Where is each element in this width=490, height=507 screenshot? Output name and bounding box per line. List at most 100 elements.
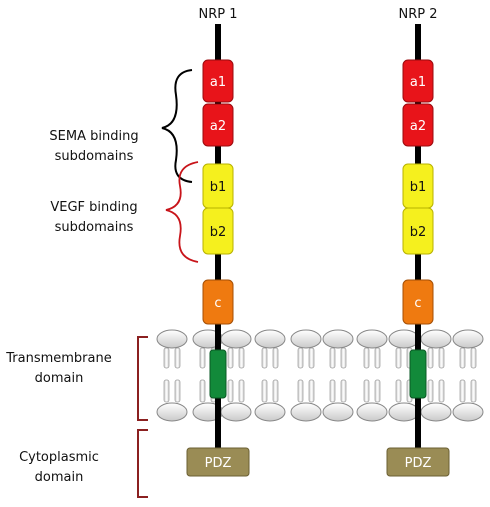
lipid-tail: [297, 347, 304, 369]
lipid-head: [420, 329, 452, 349]
lipid-tail: [459, 379, 466, 403]
lipid-pair: [452, 329, 484, 422]
lipid-tail: [297, 379, 304, 403]
transmembrane-label-line2: domain: [35, 371, 84, 386]
domain-label-b1: b1: [210, 180, 227, 195]
pdz-label: PDZ: [205, 456, 232, 471]
domain-a1: [202, 59, 234, 103]
lipid-head: [156, 402, 188, 422]
lipid-head: [220, 329, 252, 349]
domain-label-a1: a1: [410, 75, 426, 90]
lipid-tail: [238, 379, 245, 403]
domain-c: [202, 279, 234, 325]
vegf-bracket: [165, 161, 199, 263]
lipid-tail: [261, 347, 268, 369]
lipid-tail: [227, 347, 234, 369]
lipid-pair: [322, 329, 354, 422]
lipid-head: [220, 402, 252, 422]
lipid-tail: [308, 347, 315, 369]
domain-a2: [202, 103, 234, 147]
lipid-tail: [329, 379, 336, 403]
lipid-head: [356, 329, 388, 349]
lipid-tail: [199, 347, 206, 369]
lipid-tail: [363, 347, 370, 369]
cytoplasmic-bracket: [137, 429, 148, 498]
lipid-head: [322, 329, 354, 349]
sema-bracket: [161, 69, 193, 183]
lipid-tail: [340, 379, 347, 403]
lipid-tail: [163, 379, 170, 403]
vegf-label-line1: VEGF binding: [50, 200, 137, 215]
lipid-tail: [438, 347, 445, 369]
lipid-tail: [427, 347, 434, 369]
lipid-tail: [272, 379, 279, 403]
pdz-label: PDZ: [405, 456, 432, 471]
lipid-tail: [329, 347, 336, 369]
lipid-tail: [374, 347, 381, 369]
lipid-tail: [238, 347, 245, 369]
lipid-tail: [261, 379, 268, 403]
lipid-head: [290, 329, 322, 349]
domain-label-c: c: [214, 296, 221, 311]
lipid-tail: [459, 347, 466, 369]
lipid-head: [254, 329, 286, 349]
lipid-tail: [174, 347, 181, 369]
lipid-head: [452, 329, 484, 349]
lipid-pair: [388, 329, 420, 422]
lipid-head: [290, 402, 322, 422]
lipid-pair: [356, 329, 388, 422]
lipid-tail: [174, 379, 181, 403]
pdz-domain: [386, 447, 450, 477]
domain-label-c: c: [414, 296, 421, 311]
lipid-pair: [254, 329, 286, 422]
sema-label-line2: subdomains: [55, 149, 134, 164]
domain-label-b1: b1: [410, 180, 427, 195]
pdz-domain: [186, 447, 250, 477]
transmembrane-label-line1: Transmembrane: [5, 351, 111, 366]
domain-b2: [202, 207, 234, 255]
lipid-tail: [470, 379, 477, 403]
cytoplasmic-label-line2: domain: [35, 470, 84, 485]
nrp2-title: NRP 2: [399, 7, 438, 22]
domain-a1: [402, 59, 434, 103]
domain-a2: [402, 103, 434, 147]
lipid-tail: [163, 347, 170, 369]
domain-label-a2: a2: [410, 119, 426, 134]
lipid-tail: [272, 347, 279, 369]
lipid-pair: [220, 329, 252, 422]
domain-label-b2: b2: [410, 225, 427, 240]
domain-label-b2: b2: [210, 225, 227, 240]
lipid-pair: [156, 329, 188, 422]
cytoplasmic-label-line1: Cytoplasmic: [19, 450, 99, 465]
lipid-head: [156, 329, 188, 349]
domain-b2: [402, 207, 434, 255]
lipid-head: [452, 402, 484, 422]
lipid-tail: [438, 379, 445, 403]
lipid-bilayer: [156, 329, 484, 422]
lipid-tail: [363, 379, 370, 403]
domain-c: [402, 279, 434, 325]
lipid-head: [388, 402, 420, 422]
lipid-head: [322, 402, 354, 422]
lipid-head: [254, 402, 286, 422]
lipid-tail: [374, 379, 381, 403]
lipid-head: [420, 402, 452, 422]
lipid-pair: [420, 329, 452, 422]
lipid-pair: [290, 329, 322, 422]
lipid-tail: [427, 379, 434, 403]
domain-label-a1: a1: [210, 75, 226, 90]
sema-label-line1: SEMA binding: [49, 129, 138, 144]
transmembrane-segment: [409, 349, 427, 399]
lipid-tail: [227, 379, 234, 403]
transmembrane-bracket: [137, 336, 148, 421]
domain-label-a2: a2: [210, 119, 226, 134]
lipid-head: [356, 402, 388, 422]
lipid-tail: [470, 347, 477, 369]
lipid-tail: [199, 379, 206, 403]
lipid-head: [388, 329, 420, 349]
vegf-label-line2: subdomains: [55, 220, 134, 235]
